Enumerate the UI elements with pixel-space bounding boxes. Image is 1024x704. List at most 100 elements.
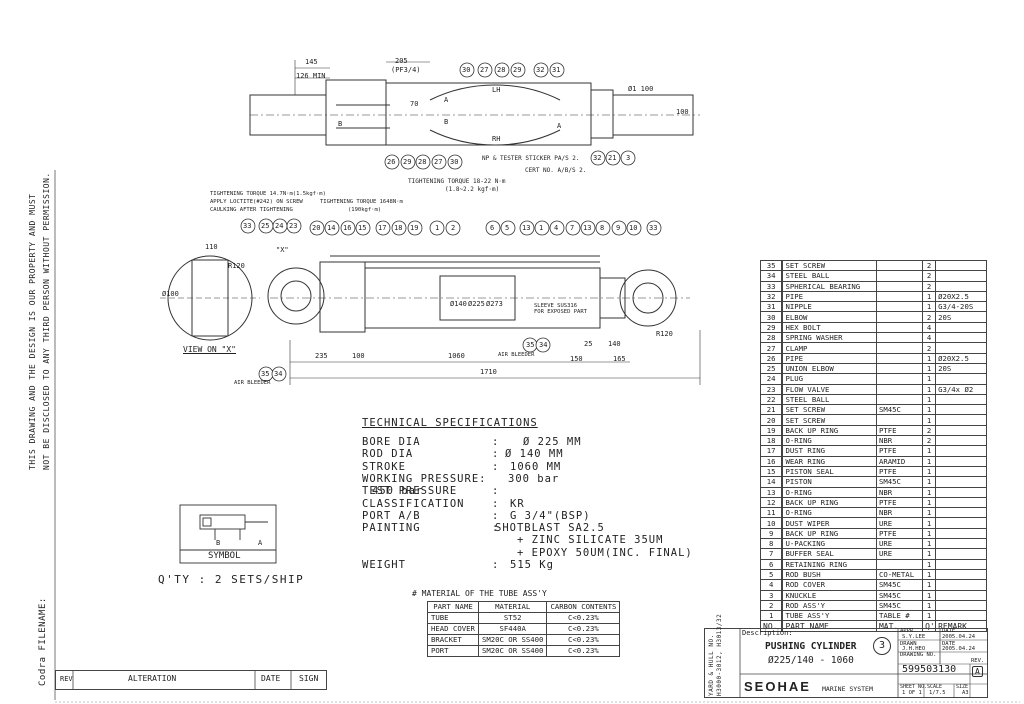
spec-value: SHOTBLAST SA2.5 xyxy=(495,522,605,535)
side-balloon-33: 33 xyxy=(243,222,252,230)
parts-cell: 1 xyxy=(759,610,783,622)
dim-165: 165 xyxy=(613,355,626,363)
dim-r120-right: R120 xyxy=(656,330,673,338)
parts-cell xyxy=(935,579,987,591)
size-label: SIZE xyxy=(956,684,969,690)
parts-cell xyxy=(935,589,987,601)
top-dim-100: 100 xyxy=(676,108,689,116)
spec-separator: : xyxy=(492,460,500,473)
parts-cell: CLAMP xyxy=(782,342,877,354)
parts-footer-cell: PART NO. xyxy=(781,620,784,632)
parts-cell xyxy=(875,352,924,364)
parts-cell xyxy=(935,496,987,509)
parts-cell: 2 xyxy=(922,311,937,323)
parts-cell: 1 xyxy=(922,352,937,364)
parts-cell: 1 xyxy=(922,517,937,529)
revision-grid xyxy=(72,670,292,690)
parts-cell: O-RING xyxy=(782,486,877,498)
parts-cell: 6 xyxy=(759,558,783,570)
parts-cell: 24 xyxy=(759,373,783,385)
side-balloon-16: 16 xyxy=(343,224,352,232)
parts-cell: Ø20X2.5 xyxy=(935,352,987,364)
parts-cell: WEAR RING xyxy=(782,455,877,467)
parts-cell: 2 xyxy=(922,280,937,292)
parts-cell: 28 xyxy=(759,332,783,344)
material-cell: ST52 xyxy=(477,612,548,624)
port-label-b: B xyxy=(338,120,343,128)
parts-cell xyxy=(935,465,987,478)
balloon-31a: 31 xyxy=(552,66,561,74)
material-cell: C<0.23% xyxy=(546,612,621,624)
parts-cell xyxy=(935,393,987,406)
parts-cell: 19 xyxy=(759,424,783,437)
parts-cell: SET SCREW xyxy=(782,404,877,416)
parts-cell: 12 xyxy=(759,496,783,509)
side-balloon-24: 24 xyxy=(275,222,284,230)
symbol-port-b: B xyxy=(216,539,221,547)
parts-cell: O-RING xyxy=(782,507,877,519)
parts-cell: U-PACKING xyxy=(782,538,877,550)
side-balloon-r6: 6 xyxy=(490,224,495,232)
dim-110: 110 xyxy=(205,243,218,251)
parts-cell: 8 xyxy=(759,538,783,550)
dim-dia100-end: Ø100 xyxy=(162,290,179,298)
top-dim-145: 145 xyxy=(305,58,318,66)
parts-cell: Ø20X2.5 xyxy=(935,290,987,303)
pipe-label-lh: LH xyxy=(492,86,501,94)
parts-cell: 1 xyxy=(922,486,937,498)
side-balloon-2: 2 xyxy=(451,224,456,232)
parts-cell xyxy=(935,259,987,272)
parts-cell: 1 xyxy=(922,362,937,375)
parts-cell: 1 xyxy=(922,496,937,509)
parts-cell: 1 xyxy=(922,558,937,570)
parts-cell: PISTON xyxy=(782,476,877,488)
parts-cell: 10 xyxy=(759,517,783,529)
parts-cell: 2 xyxy=(922,270,937,282)
material-caption: # MATERIAL OF THE TUBE ASS'Y xyxy=(412,589,547,598)
appr-date: 2005.04.24 xyxy=(942,634,976,640)
material-cell: C<0.23% xyxy=(546,623,621,635)
parts-cell: UNION ELBOW xyxy=(782,362,877,375)
parts-cell: SPRING WASHER xyxy=(782,332,877,344)
parts-cell xyxy=(935,342,987,354)
parts-cell xyxy=(875,558,924,570)
parts-cell: 4 xyxy=(922,321,937,334)
parts-cell: 1 xyxy=(922,301,937,313)
dim-100: 100 xyxy=(352,352,365,360)
balloon-30b: 30 xyxy=(450,158,459,166)
material-cell: SM20C OR SS400 xyxy=(477,634,548,646)
side-balloon-r33: 33 xyxy=(649,224,658,232)
dim-dia225: Ø225 xyxy=(468,300,485,308)
parts-cell: 1 xyxy=(922,507,937,519)
parts-cell: 32 xyxy=(759,290,783,303)
parts-cell: SM45C xyxy=(875,404,924,416)
scale-value: 1/7.5 xyxy=(929,690,946,696)
material-header-cell: PART NAME xyxy=(427,601,479,613)
parts-cell: 1 xyxy=(922,548,937,560)
side-balloon-r9: 9 xyxy=(616,224,621,232)
symbol-label: SYMBOL xyxy=(208,551,241,561)
parts-cell: 1 xyxy=(922,373,937,385)
parts-cell: PTFE xyxy=(875,424,924,437)
port-label-a: A xyxy=(444,96,449,104)
material-cell: TUBE xyxy=(427,612,479,624)
parts-cell: 35 xyxy=(759,259,783,272)
balloon-29a: 29 xyxy=(513,66,522,74)
parts-cell xyxy=(935,435,987,447)
material-header-cell: MATERIAL xyxy=(477,601,548,613)
side-balloon-20: 20 xyxy=(312,224,321,232)
spec-label: WORKING PRESSURE: xyxy=(362,472,487,485)
